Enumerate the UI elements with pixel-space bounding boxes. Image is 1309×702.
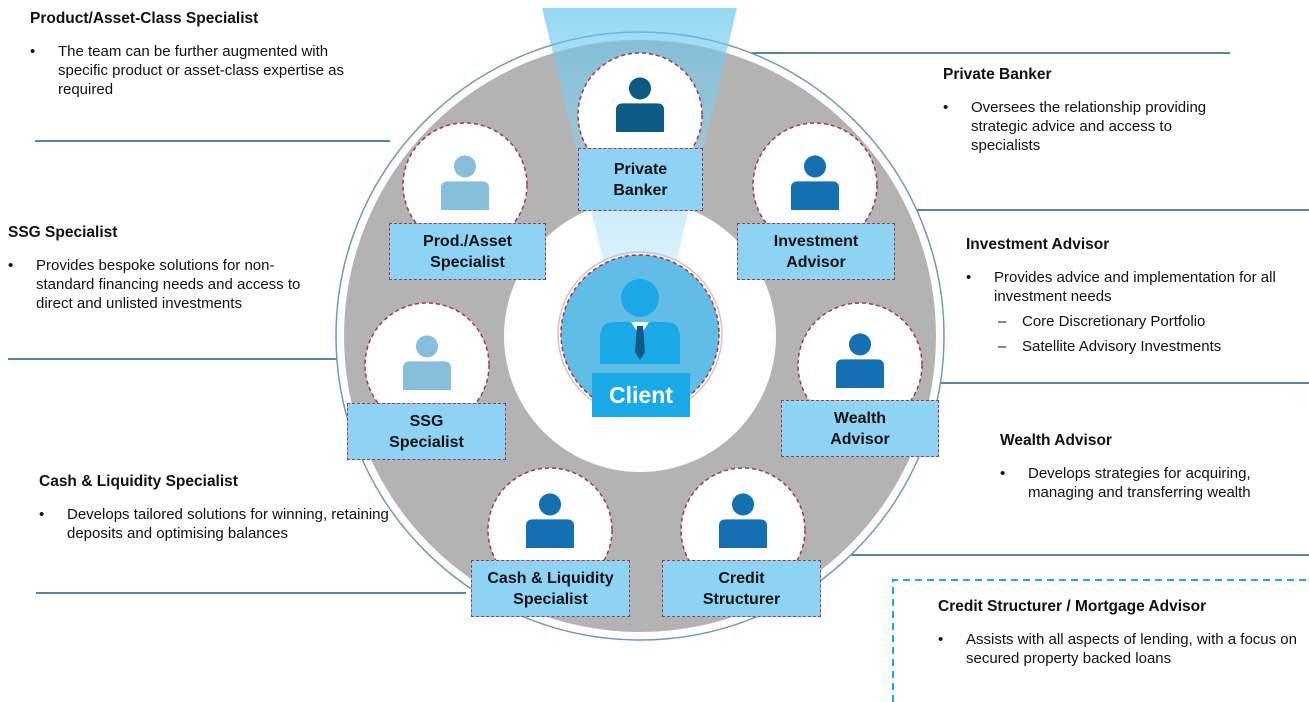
cash-liquidity-specialist-label: Cash & Liquidity Specialist — [471, 560, 630, 617]
product-asset-title: Product/Asset-Class Specialist — [30, 10, 259, 27]
credit-structurer-dashed-frame — [892, 579, 1309, 702]
product-asset-bullet: The team can be further augmented with s… — [30, 42, 380, 99]
client-label: Client — [592, 373, 690, 417]
credit-structurer-description: Credit Structurer / Mortgage Advisor Ass… — [938, 598, 1303, 668]
ssg-specialist-label: SSG Specialist — [347, 403, 506, 460]
connector-lines — [8, 52, 1309, 594]
private-banker-label: Private Banker — [578, 148, 703, 211]
ssg-title: SSG Specialist — [8, 224, 118, 241]
cash-liquidity-bullet: Develops tailored solutions for winning,… — [39, 505, 399, 543]
ssg-description: SSG Specialist Provides bespoke solution… — [8, 224, 326, 313]
investment-advisor-description: Investment Advisor Provides advice and i… — [966, 236, 1309, 362]
cash-liquidity-title: Cash & Liquidity Specialist — [39, 473, 238, 490]
wealth-advisor-label: Wealth Advisor — [781, 400, 939, 457]
private-banker-title: Private Banker — [943, 66, 1052, 83]
product-asset-description: Product/Asset-Class Specialist The team … — [30, 10, 380, 99]
prod-asset-specialist-label: Prod./Asset Specialist — [389, 223, 546, 280]
investment-advisor-label: Investment Advisor — [737, 223, 895, 280]
client-person-icon — [600, 279, 680, 364]
investment-advisor-sub-bullet: Satellite Advisory Investments — [994, 337, 1309, 356]
wealth-advisor-bullet: Develops strategies for acquiring, manag… — [1000, 464, 1270, 502]
credit-structurer-label: Credit Structurer — [662, 560, 821, 617]
investment-advisor-sub-bullet: Core Discretionary Portfolio — [994, 312, 1309, 331]
credit-structurer-bullet: Assists with all aspects of lending, wit… — [938, 630, 1303, 668]
credit-structurer-title: Credit Structurer / Mortgage Advisor — [938, 598, 1207, 615]
investment-advisor-bullet: Provides advice and implementation for a… — [966, 268, 1309, 356]
investment-advisor-title: Investment Advisor — [966, 236, 1110, 253]
private-banker-bullet: Oversees the relationship providing stra… — [943, 98, 1233, 155]
ssg-bullet: Provides bespoke solutions for non-stand… — [8, 256, 326, 313]
wealth-advisor-description: Wealth Advisor Develops strategies for a… — [1000, 432, 1270, 502]
wealth-advisor-title: Wealth Advisor — [1000, 432, 1112, 449]
cash-liquidity-description: Cash & Liquidity Specialist Develops tai… — [39, 473, 399, 543]
private-banker-description: Private Banker Oversees the relationship… — [943, 66, 1233, 155]
